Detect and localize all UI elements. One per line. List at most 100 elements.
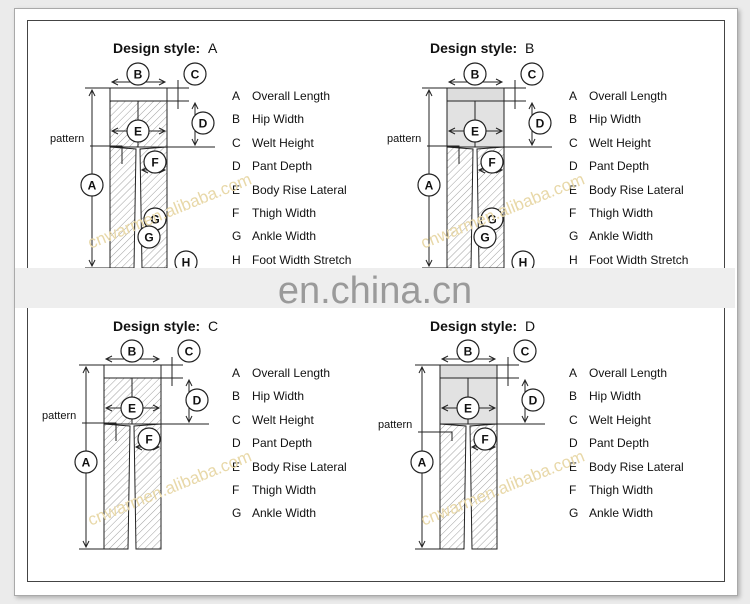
dimension-b-line-head-left (447, 78, 456, 86)
dimension-e-line-head-right (495, 127, 504, 135)
marker-letter-f: F (481, 433, 488, 447)
legend-key: G (232, 506, 242, 521)
marker-circle-f (480, 150, 504, 174)
legend-key: A (569, 89, 578, 103)
panel-a-title-text: Design style: (113, 40, 201, 56)
marker-circle-e (126, 119, 150, 143)
pattern-label: pattern (387, 133, 421, 145)
legend-key: D (569, 159, 578, 174)
legend-label: Overall Length (252, 366, 331, 380)
pattern-label: pattern (50, 133, 84, 145)
panel-a-title-letter: A (208, 40, 218, 56)
dimension-b-line-head-left (110, 78, 119, 86)
marker-circle-c (183, 62, 207, 86)
marker-circle-f (143, 150, 167, 174)
legend-key: G (569, 506, 579, 521)
legend-label: Welt Height (252, 135, 314, 150)
dimension-a-line-head-bottom (418, 540, 426, 549)
marker-letter-c: C (185, 345, 194, 359)
legend-label: Hip Width (589, 112, 642, 127)
dimension-d-line-head-top (528, 101, 536, 110)
legend-key: F (232, 483, 240, 497)
pattern-arrow (427, 145, 460, 164)
panel-d-title-letter: D (525, 318, 536, 334)
marker-circle-d (521, 388, 545, 412)
overlay-band (15, 268, 735, 308)
legend-key: D (232, 159, 241, 174)
legend-key: B (232, 389, 241, 404)
right-leg (133, 423, 162, 550)
legend-key: G (232, 229, 242, 244)
legend-key: B (232, 112, 241, 127)
marker-circle-c (513, 339, 537, 363)
marker-circle-f (137, 427, 161, 451)
legend-label: Hip Width (252, 112, 305, 127)
dimension-e-line-head-left (440, 404, 449, 412)
dimension-a-line-head-top (82, 365, 90, 374)
legend-key: C (569, 135, 578, 150)
marker-letter-a: A (88, 179, 97, 193)
panel-b-title-text: Design style: (430, 40, 518, 56)
dimension-b-line-head-right (488, 355, 497, 363)
dimension-e-line-head-left (447, 127, 456, 135)
legend-label: Thigh Width (589, 483, 654, 497)
marker-circle-c (177, 339, 201, 363)
panel-d-title-text: Design style: (430, 318, 518, 334)
marker-letter-e: E (464, 402, 472, 416)
legend-label: Welt Height (589, 135, 651, 150)
legend-key: F (569, 483, 577, 497)
dimension-e-line-head-right (488, 404, 497, 412)
overlay-watermark-text: en.china.cn (277, 270, 473, 312)
marker-circle-a (410, 450, 434, 474)
pattern-arrow (90, 145, 123, 164)
marker-circle-f (473, 427, 497, 451)
pattern-arrow (418, 431, 453, 441)
legend-label: Foot Width Stretch (589, 252, 689, 267)
marker-letter-f: F (488, 156, 495, 170)
legend-key: E (569, 182, 578, 197)
dimension-e-line-head-right (152, 404, 161, 412)
dimension-b-line-head-left (440, 355, 449, 363)
marker-circle-b (456, 339, 480, 363)
marker-circle-a (80, 173, 104, 197)
dimension-b-line-head-left (104, 355, 113, 363)
panel-b-title: Design style: B (430, 40, 534, 56)
marker-circle-c (520, 62, 544, 86)
marker-letter-g: G (487, 213, 496, 227)
dimension-d-line-head-top (185, 378, 193, 387)
dimension-d-line-head-bottom (185, 415, 193, 424)
legend-key: E (569, 459, 578, 474)
dimension-b-line-head-right (495, 78, 504, 86)
legend-key: E (232, 459, 241, 474)
legend-label: Thigh Width (252, 483, 317, 497)
legend-label: Overall Length (589, 366, 668, 380)
marker-letter-b: B (134, 68, 143, 82)
pattern-arrow (82, 422, 117, 441)
marker-letter-d: D (536, 117, 545, 131)
dimension-e-line-head-left (110, 127, 119, 135)
pattern-label: pattern (378, 419, 412, 431)
legend-label: Hip Width (252, 389, 305, 404)
marker-circle-d (528, 111, 552, 135)
left-leg (103, 423, 131, 550)
legend-key: D (569, 436, 578, 451)
legend-label: Pant Depth (589, 159, 650, 174)
marker-circle-b (463, 62, 487, 86)
marker-letter-b: B (471, 68, 480, 82)
marker-letter-c: C (191, 68, 200, 82)
legend-label: Thigh Width (252, 206, 317, 220)
dimension-a-line-head-top (88, 88, 96, 97)
dimension-e-line-head-right (158, 127, 167, 135)
marker-circle-g (137, 225, 161, 249)
legend-key: F (569, 206, 577, 220)
marker-letter-b: B (464, 345, 473, 359)
dimension-d-line-head-top (191, 101, 199, 110)
legend-key: H (232, 252, 241, 267)
legend-label: Foot Width Stretch (252, 252, 352, 267)
legend-label: Ankle Width (589, 506, 654, 521)
marker-circle-d (191, 111, 215, 135)
marker-circle-b (120, 339, 144, 363)
dimension-d-line-head-top (521, 378, 529, 387)
